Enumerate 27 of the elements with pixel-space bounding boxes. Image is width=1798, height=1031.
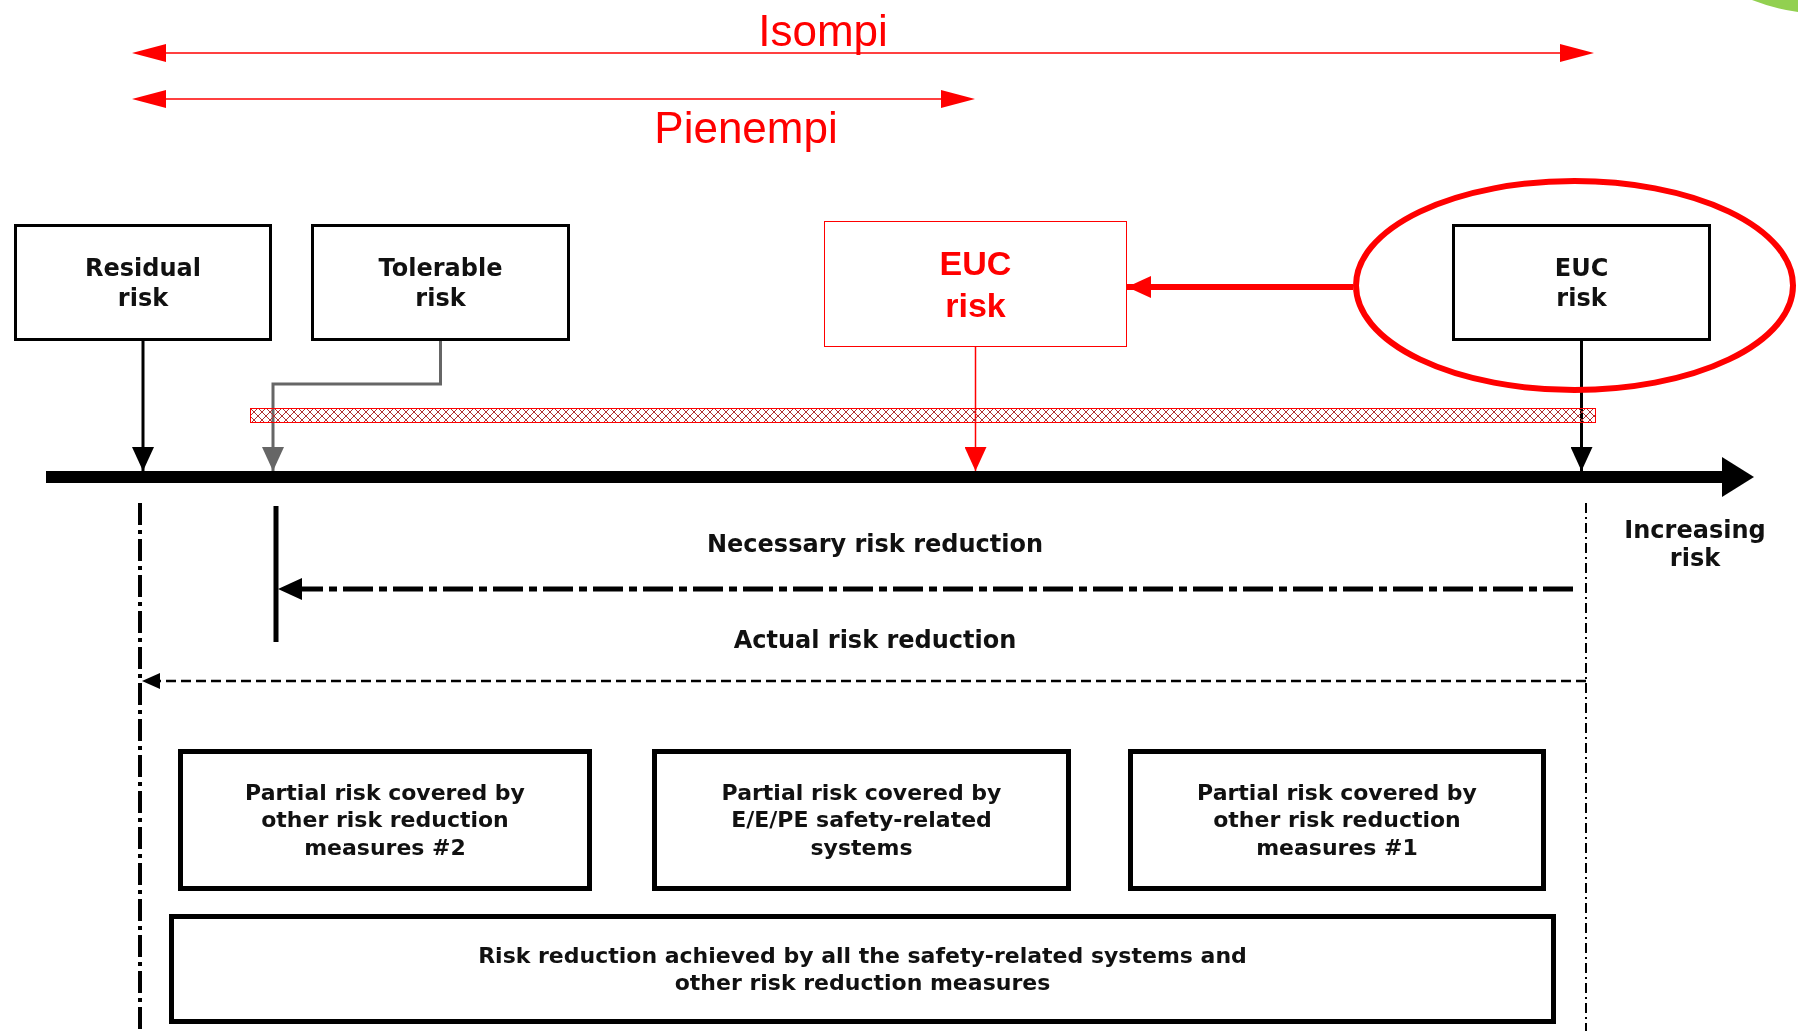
box-text: EUC risk (938, 242, 1013, 326)
risk-box (652, 749, 1071, 891)
box-text: Residual risk (84, 252, 202, 313)
arrow (1570, 341, 1593, 471)
arrow (1127, 276, 1353, 298)
hatched-band (250, 408, 1596, 423)
risk-axis (46, 457, 1754, 497)
risk-box (824, 221, 1127, 347)
box-text: EUC risk (1553, 252, 1610, 313)
box-text: Partial risk covered by other risk reduction measures #1 (1196, 778, 1478, 862)
dimension-label: Necessary risk reduction (707, 531, 1043, 559)
arrow (262, 341, 442, 471)
box-text: Partial risk covered by E/E/PE safety-related systems (720, 778, 1003, 862)
risk-box (169, 914, 1556, 1024)
risk-box (1128, 749, 1546, 891)
box-text: Tolerable risk (377, 252, 504, 313)
dimension-label: Pienempi (654, 102, 838, 154)
risk-box (311, 224, 570, 341)
box-text: Partial risk covered by other risk reduction measures #2 (244, 778, 526, 862)
risk-box (178, 749, 592, 891)
dimension-label: Isompi (758, 5, 888, 57)
highlight-ellipse (1353, 178, 1796, 393)
box-text: Risk reduction achieved by all the safety-related systems and other risk reduction measures (477, 941, 1248, 997)
risk-box (1452, 224, 1711, 341)
risk-box (14, 224, 272, 341)
arrow (132, 341, 154, 471)
arrow (964, 346, 987, 472)
